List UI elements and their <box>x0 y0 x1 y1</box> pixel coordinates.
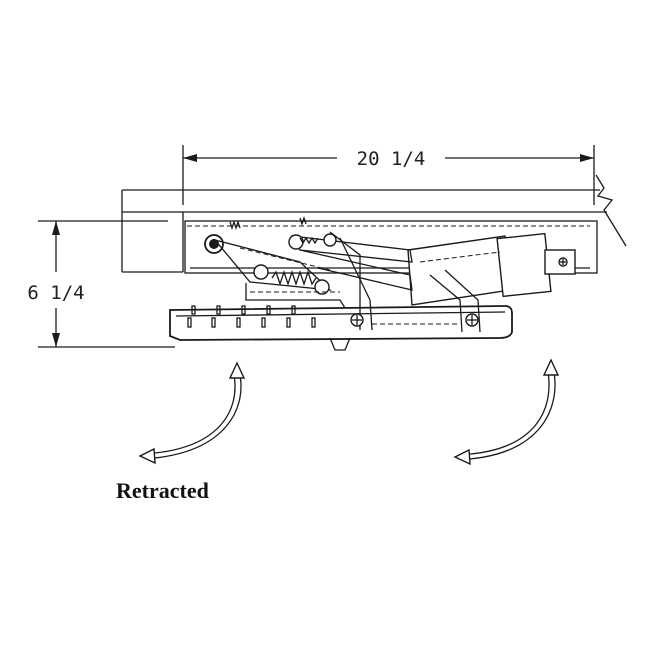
linear-actuator <box>407 232 576 306</box>
mounting-frame <box>121 174 627 274</box>
lower-bracket <box>245 283 346 309</box>
height-dimension: 6 1/4 <box>27 220 175 348</box>
tread-slots <box>187 305 316 328</box>
state-caption: Retracted <box>116 478 209 503</box>
step-tread <box>169 305 513 351</box>
left-curved-arrow-icon <box>138 361 246 465</box>
width-dimension: 20 1/4 <box>182 145 595 205</box>
return-spring <box>229 215 319 287</box>
height-label: 6 1/4 <box>27 282 84 304</box>
width-label: 20 1/4 <box>357 148 426 170</box>
pivot-points <box>204 233 479 327</box>
linkage-arms <box>213 231 481 333</box>
right-curved-arrow-icon <box>453 358 560 466</box>
